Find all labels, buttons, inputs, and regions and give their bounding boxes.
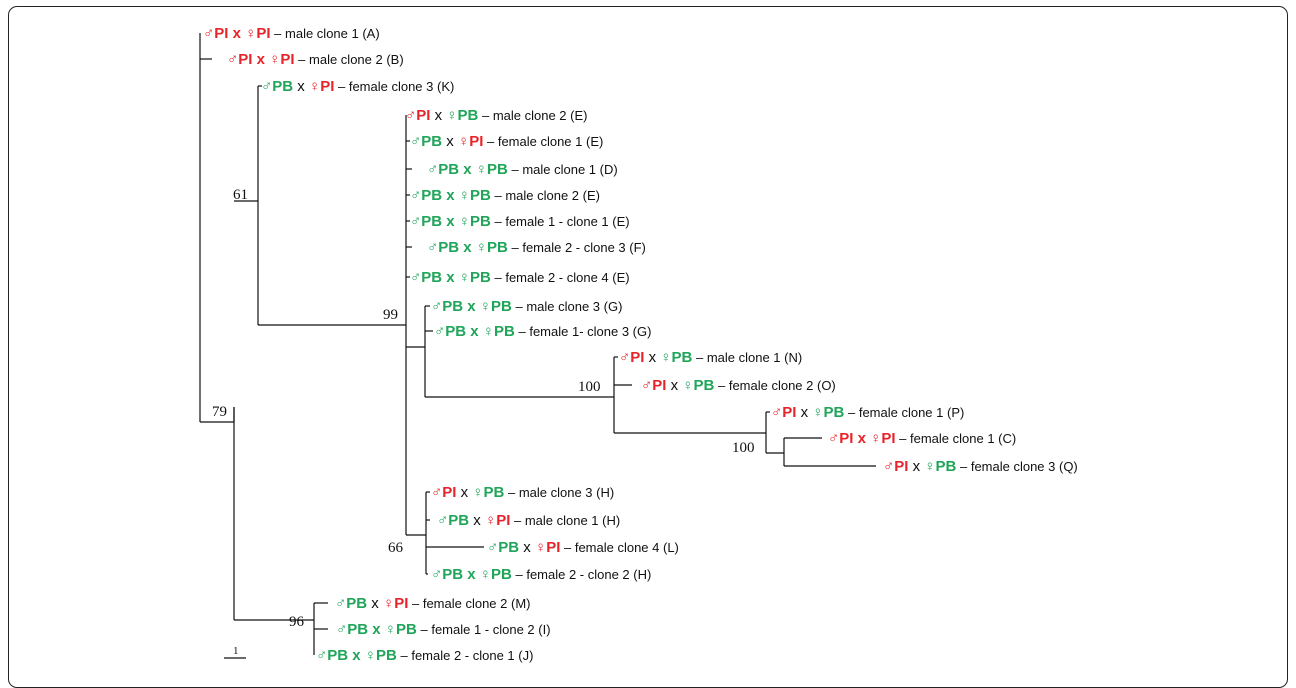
leaf-labels: ♂PI x ♀PI – male clone 1 (A) ♂PI x ♀PI – …	[203, 25, 1078, 664]
bootstrap-value: 100	[732, 440, 755, 456]
leaf-label: ♂PB x ♀PB – female 2 - clone 4 (E)	[410, 269, 630, 286]
leaf-label: ♂PI x ♀PB – female clone 3 (Q)	[883, 458, 1078, 475]
leaf-label: ♂PB x ♀PI – female clone 4 (L)	[487, 539, 679, 556]
figure-frame	[8, 6, 1288, 688]
tree-branches	[199, 33, 876, 655]
leaf-label: ♂PB x ♀PB – female 1 - clone 1 (E)	[410, 213, 630, 230]
bootstrap-value: 99	[383, 307, 398, 323]
bootstrap-values: 61 79 99 100 100 66 96	[212, 187, 755, 630]
bootstrap-value: 61	[233, 187, 248, 203]
bootstrap-value: 79	[212, 404, 227, 420]
leaf-label: ♂PB x ♀PB – male clone 3 (G)	[431, 298, 622, 315]
leaf-label: ♂PI x ♀PB – male clone 1 (N)	[619, 349, 802, 366]
bootstrap-value: 100	[578, 379, 601, 395]
leaf-label: ♂PI x ♀PI – male clone 2 (B)	[227, 51, 404, 68]
leaf-label: ♂PB x ♀PB – female 2 - clone 3 (F)	[427, 239, 646, 256]
scale-bar: 1	[224, 645, 246, 659]
leaf-label: ♂PB x ♀PI – male clone 1 (H)	[437, 512, 620, 529]
leaf-label: ♂PB x ♀PI – female clone 3 (K)	[261, 78, 454, 95]
leaf-label: ♂PI x ♀PB – male clone 2 (E)	[405, 107, 587, 124]
leaf-label: ♂PI x ♀PI – male clone 1 (A)	[203, 25, 380, 42]
leaf-label: ♂PI x ♀PB – female clone 1 (P)	[771, 404, 964, 421]
leaf-label: ♂PB x ♀PB – female 1 - clone 2 (I)	[336, 621, 551, 638]
scale-bar-label: 1	[233, 645, 239, 657]
leaf-label: ♂PB x ♀PB – female 1- clone 3 (G)	[434, 323, 651, 340]
leaf-label: ♂PB x ♀PB – male clone 2 (E)	[410, 187, 600, 204]
bootstrap-value: 96	[289, 614, 305, 630]
leaf-label: ♂PI x ♀PI – female clone 1 (C)	[828, 430, 1016, 447]
leaf-label: ♂PB x ♀PI – female clone 1 (E)	[410, 133, 603, 150]
leaf-label: ♂PB x ♀PB – male clone 1 (D)	[427, 161, 618, 178]
leaf-label: ♂PB x ♀PI – female clone 2 (M)	[335, 595, 530, 612]
leaf-label: ♂PB x ♀PB – female 2 - clone 2 (H)	[431, 566, 651, 583]
phylogenetic-tree: 61 79 99 100 100 66 96 ♂PI x ♀PI – male clone …	[199, 25, 1078, 664]
leaf-label: ♂PI x ♀PB – female clone 2 (O)	[641, 377, 836, 394]
leaf-label: ♂PB x ♀PB – female 2 - clone 1 (J)	[316, 647, 533, 664]
bootstrap-value: 66	[388, 540, 404, 556]
leaf-label: ♂PI x ♀PB – male clone 3 (H)	[431, 484, 614, 501]
